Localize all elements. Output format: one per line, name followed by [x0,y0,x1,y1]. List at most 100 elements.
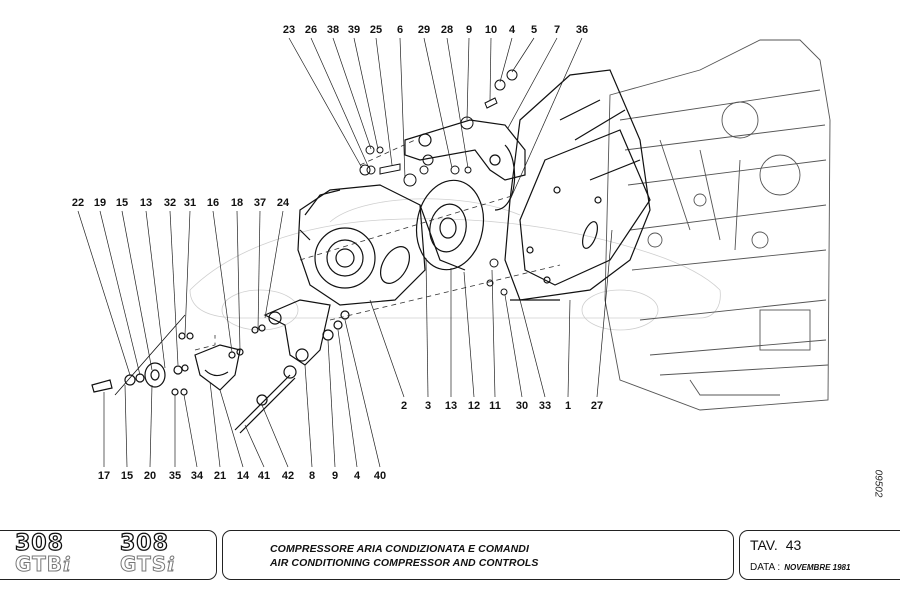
callout-label-13: 13 [139,197,153,209]
leader-line-37 [257,210,261,331]
callout-label-15: 15 [120,470,134,482]
leader-line-26 [310,37,369,167]
leader-line-13 [145,210,166,369]
leader-line-9 [466,37,470,121]
exploded-diagram [77,37,831,468]
car-silhouette-watermark [189,198,721,331]
leader-line-15 [121,210,153,371]
callout-label-18: 18 [230,197,244,209]
leader-lines [77,37,613,468]
callout-label-21: 21 [213,470,227,482]
callout-label-1: 1 [564,400,572,412]
callout-label-10: 10 [484,24,498,36]
leader-line-23 [288,37,363,169]
leader-line-31 [184,210,191,336]
compressor [297,184,426,306]
callout-label-27: 27 [590,400,604,412]
leader-line-40 [344,319,381,468]
callout-label-9: 9 [331,470,339,482]
callout-label-8: 8 [308,470,316,482]
leader-line-21 [209,381,221,468]
logo-308-gtsi: 308 GTSi [119,531,176,576]
callout-label-42: 42 [281,470,295,482]
callout-label-20: 20 [143,470,157,482]
callout-label-41: 41 [257,470,271,482]
title-italian: COMPRESSORE ARIA CONDIZIONATA E COMANDI [270,543,530,555]
leader-line-20 [149,384,153,468]
leader-line-41 [244,424,265,468]
leader-line-12 [463,271,475,398]
callout-label-5: 5 [530,24,538,36]
callout-label-3: 3 [424,400,432,412]
lower-bracket-assembly [91,299,350,434]
leader-line-14 [219,389,244,468]
callout-label-4: 4 [353,470,361,482]
leader-line-39 [353,37,379,150]
plate-number: TAV.43 [750,537,802,553]
title-english: AIR CONDITIONING COMPRESSOR AND CONTROLS [270,557,539,569]
callout-label-39: 39 [347,24,361,36]
callout-label-29: 29 [417,24,431,36]
callout-label-31: 31 [183,197,197,209]
leader-line-29 [423,37,453,169]
small-hardware [359,69,518,296]
callout-label-37: 37 [253,197,267,209]
leader-line-11 [491,269,496,398]
leader-line-18 [236,210,241,351]
leader-line-16 [212,210,233,353]
callout-label-19: 19 [93,197,107,209]
callout-label-16: 16 [206,197,220,209]
leader-line-24 [264,210,284,319]
title-block-logo: 308 GTBi 308 GTSi [0,530,217,580]
bell-housing-cover [504,69,651,301]
callout-label-2: 2 [400,400,408,412]
callout-label-17: 17 [97,470,111,482]
title-block-description: COMPRESSORE ARIA CONDIZIONATA E COMANDI … [222,530,734,580]
leader-line-10 [489,37,492,101]
leader-line-4 [337,329,358,468]
callout-label-26: 26 [304,24,318,36]
leader-line-28 [446,37,469,169]
callout-label-24: 24 [276,197,290,209]
leader-line-30 [504,294,523,398]
callout-label-14: 14 [236,470,250,482]
callout-label-4: 4 [508,24,516,36]
callout-label-12: 12 [467,400,481,412]
leader-line-1 [567,299,571,398]
leader-line-19 [99,210,141,376]
leader-line-5 [511,37,535,73]
callout-label-15: 15 [115,197,129,209]
callout-label-35: 35 [168,470,182,482]
leader-line-6 [399,37,406,179]
leader-line-27 [596,229,613,398]
leader-line-34 [183,394,198,468]
callout-label-13: 13 [444,400,458,412]
callout-label-28: 28 [440,24,454,36]
drawing-reference-code: 09502 [872,469,884,498]
leader-line-25 [375,37,393,166]
leader-line-36 [509,37,583,201]
callout-label-32: 32 [163,197,177,209]
upper-bracket [404,119,526,211]
compressor-clutch-pulley [415,179,485,271]
leader-line-7 [507,37,558,129]
leader-line-8 [304,364,313,468]
leader-line-42 [261,404,289,468]
leader-line-9 [327,339,336,468]
title-block-plate: TAV.43 DATA :NOVEMBRE 1981 [739,530,900,580]
callout-label-22: 22 [71,197,85,209]
leader-line-15 [124,384,128,468]
callout-label-9: 9 [465,24,473,36]
callout-label-36: 36 [575,24,589,36]
callout-label-6: 6 [396,24,404,36]
dashed-alignment-lines [194,139,561,351]
leader-line-3 [425,257,429,398]
leader-line-4 [499,37,513,83]
leader-line-32 [169,210,179,366]
callout-label-23: 23 [282,24,296,36]
callout-label-38: 38 [326,24,340,36]
plate-date: DATA :NOVEMBRE 1981 [750,562,851,573]
callout-label-7: 7 [553,24,561,36]
callout-label-30: 30 [515,400,529,412]
leader-line-38 [332,37,372,150]
